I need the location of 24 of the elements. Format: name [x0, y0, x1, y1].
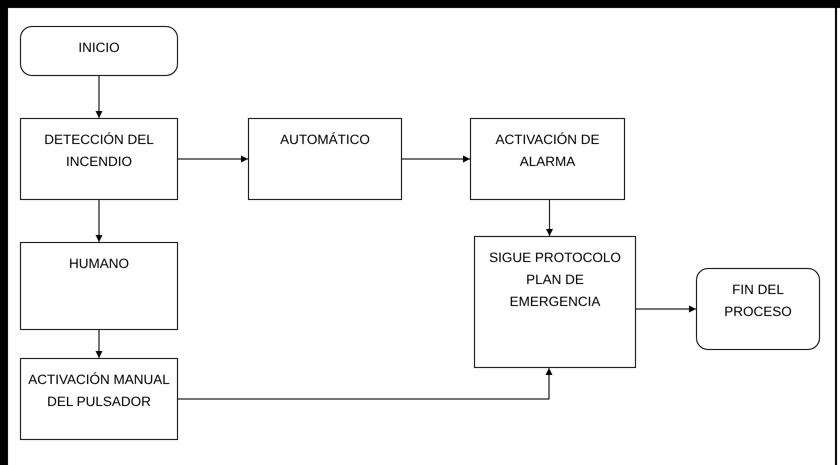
arrow	[96, 330, 102, 358]
arrow	[178, 368, 552, 400]
process-box	[20, 118, 178, 200]
arrow	[96, 200, 102, 242]
process-box	[20, 358, 178, 440]
arrow	[402, 156, 470, 162]
node-label: DETECCIÓN DEL INCENDIO	[43, 131, 155, 171]
node-label: INICIO	[78, 39, 120, 57]
terminal-box	[696, 268, 820, 350]
node-label: ACTIVACIÓN MANUAL DEL PULSADOR	[27, 371, 171, 411]
node-label: AUTOMÁTICO	[280, 131, 370, 149]
arrow	[96, 76, 102, 118]
arrow	[178, 156, 248, 162]
arrow	[546, 200, 553, 236]
node-label: FIN DEL PROCESO	[723, 281, 793, 321]
node-label: ACTIVACIÓN DE ALARMA	[494, 131, 600, 171]
node-label: SIGUE PROTOCOLO PLAN DE EMERGENCIA	[488, 249, 622, 311]
process-box	[474, 236, 636, 368]
process-box	[470, 118, 625, 200]
arrow	[636, 306, 696, 312]
process-box	[20, 242, 178, 330]
process-box	[248, 118, 402, 200]
node-label: HUMANO	[69, 255, 129, 273]
terminal-box	[20, 26, 178, 76]
